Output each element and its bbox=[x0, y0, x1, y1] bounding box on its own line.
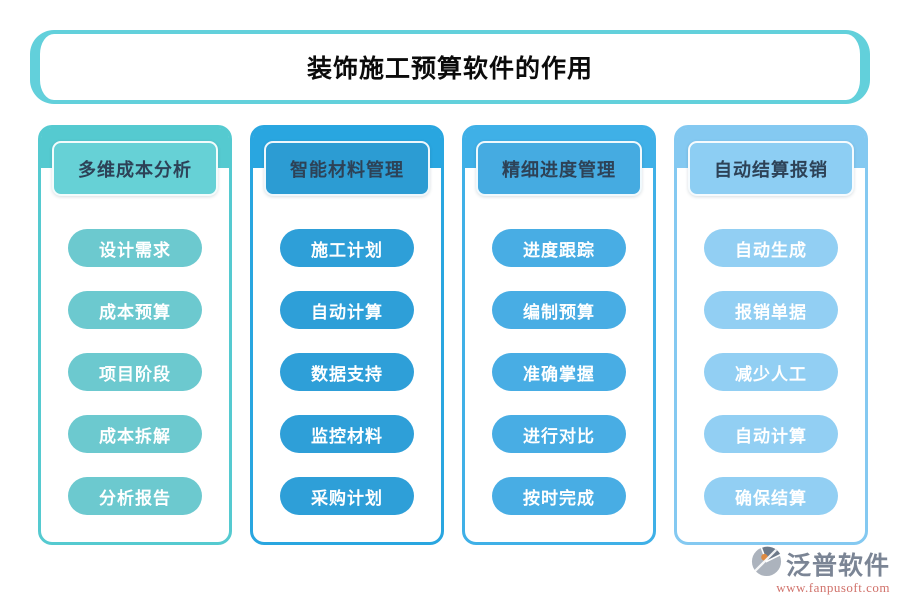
feature-pill: 按时完成 bbox=[492, 477, 626, 515]
feature-pill: 自动计算 bbox=[280, 291, 414, 329]
card-material-management: 智能材料管理 施工计划 自动计算 数据支持 监控材料 采购计划 bbox=[250, 125, 444, 545]
feature-pill: 进行对比 bbox=[492, 415, 626, 453]
feature-pill: 编制预算 bbox=[492, 291, 626, 329]
fanpu-logo-icon bbox=[750, 545, 783, 583]
feature-pill: 减少人工 bbox=[704, 353, 838, 391]
brand-footer: 泛普软件 www.fanpusoft.com bbox=[750, 545, 890, 596]
feature-pill: 准确掌握 bbox=[492, 353, 626, 391]
page-title-text: 装饰施工预算软件的作用 bbox=[306, 55, 593, 83]
card-cost-analysis: 多维成本分析 设计需求 成本预算 项目阶段 成本拆解 分析报告 bbox=[38, 125, 232, 545]
feature-pill: 自动生成 bbox=[704, 229, 838, 267]
pill-list: 设计需求 成本预算 项目阶段 成本拆解 分析报告 bbox=[41, 229, 229, 515]
feature-pill: 进度跟踪 bbox=[492, 229, 626, 267]
card-progress-management: 精细进度管理 进度跟踪 编制预算 准确掌握 进行对比 按时完成 bbox=[462, 125, 656, 545]
feature-pill: 成本拆解 bbox=[68, 415, 202, 453]
card-settlement-reimbursement: 自动结算报销 自动生成 报销单据 减少人工 自动计算 确保结算 bbox=[674, 125, 868, 545]
feature-pill: 数据支持 bbox=[280, 353, 414, 391]
card-header: 自动结算报销 bbox=[688, 141, 854, 196]
card-header: 多维成本分析 bbox=[52, 141, 218, 196]
page-title: 装饰施工预算软件的作用 bbox=[30, 30, 870, 104]
card-header: 精细进度管理 bbox=[476, 141, 642, 196]
card-header-label: 智能材料管理 bbox=[290, 159, 404, 180]
card-header: 智能材料管理 bbox=[264, 141, 430, 196]
pill-list: 自动生成 报销单据 减少人工 自动计算 确保结算 bbox=[677, 229, 865, 515]
feature-pill: 分析报告 bbox=[68, 477, 202, 515]
pill-list: 进度跟踪 编制预算 准确掌握 进行对比 按时完成 bbox=[465, 229, 653, 515]
card-header-label: 精细进度管理 bbox=[502, 159, 616, 180]
feature-pill: 监控材料 bbox=[280, 415, 414, 453]
pill-list: 施工计划 自动计算 数据支持 监控材料 采购计划 bbox=[253, 229, 441, 515]
feature-pill: 自动计算 bbox=[704, 415, 838, 453]
brand-name: 泛普软件 bbox=[785, 552, 890, 580]
feature-pill: 施工计划 bbox=[280, 229, 414, 267]
card-header-label: 多维成本分析 bbox=[78, 159, 192, 180]
feature-pill: 成本预算 bbox=[68, 291, 202, 329]
feature-pill: 确保结算 bbox=[704, 477, 838, 515]
feature-pill: 采购计划 bbox=[280, 477, 414, 515]
card-header-label: 自动结算报销 bbox=[714, 159, 828, 180]
feature-pill: 设计需求 bbox=[68, 229, 202, 267]
feature-pill: 报销单据 bbox=[704, 291, 838, 329]
feature-pill: 项目阶段 bbox=[68, 353, 202, 391]
brand-url: www.fanpusoft.com bbox=[776, 580, 890, 595]
feature-columns: 多维成本分析 设计需求 成本预算 项目阶段 成本拆解 分析报告 智能材料管理 施… bbox=[38, 125, 868, 545]
